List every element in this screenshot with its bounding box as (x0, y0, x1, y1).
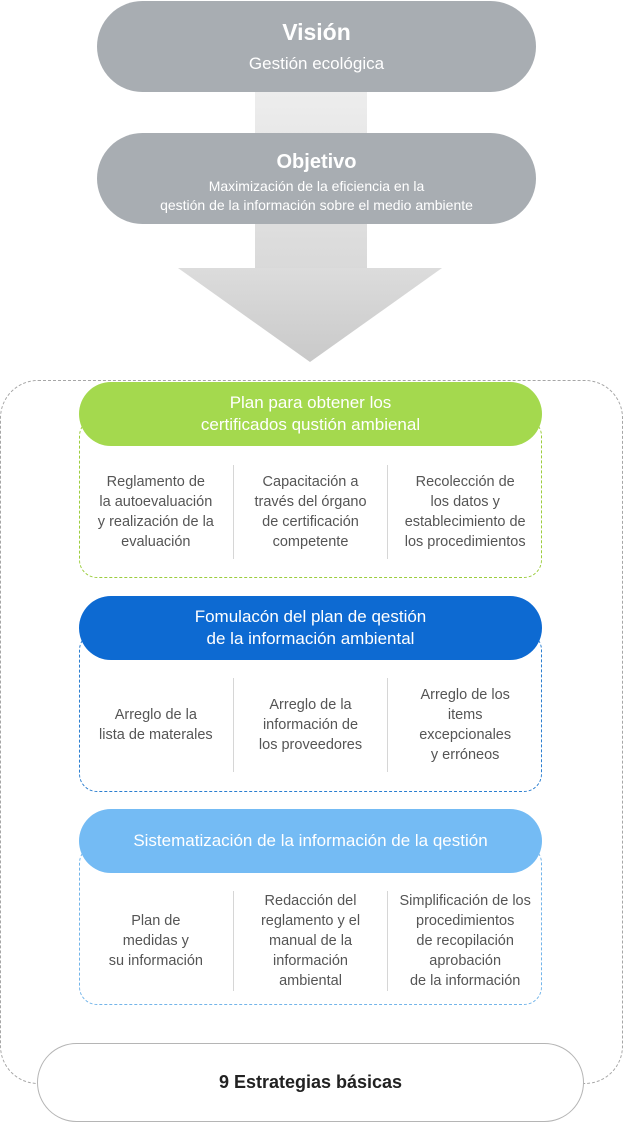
item-line: establecimiento de (404, 514, 526, 530)
item-line: información (273, 953, 348, 969)
strategy-item: Recolección de los datos y establecimien… (388, 465, 542, 559)
item-line: y erróneos (430, 747, 500, 763)
divider (387, 891, 389, 991)
item-line: través del órgano (254, 494, 367, 510)
item-line: aprobación (429, 953, 502, 969)
vision-pill: Visión Gestión ecológica (97, 1, 536, 92)
divider (232, 678, 234, 772)
item-line: evaluación (121, 534, 191, 550)
group-title: Fomulacón del plan de qestión de la info… (79, 596, 542, 660)
strategy-item: Capacitación a través del órgano de cert… (234, 465, 388, 559)
basic-strategies-pill: 9 Estrategias básicas (37, 1043, 584, 1122)
strategy-group-certification: Plan para obtener los certificados qusti… (79, 382, 542, 578)
strategy-item: Redacción del reglamento y el manual de … (234, 891, 388, 991)
objective-pill: Objetivo Maximización de la eficiencia e… (97, 133, 536, 224)
vision-subtitle: Gestión ecológica (248, 54, 385, 73)
group-title: Sistematización de la información de la … (79, 809, 542, 873)
item-line: competente (272, 534, 349, 550)
item-line: y realización de la (97, 514, 214, 530)
item-line: la autoevaluación (99, 494, 213, 510)
item-line: manual de la (268, 933, 353, 949)
item-line: información de (262, 717, 359, 733)
item-line: de la información (409, 973, 521, 989)
group-items: Reglamento de la autoevaluación y realiz… (79, 465, 542, 559)
item-line: reglamento y el (260, 913, 361, 929)
group-title: Plan para obtener los certificados qusti… (79, 382, 542, 446)
item-line: los datos y (430, 494, 500, 510)
item-line: lista de materales (99, 727, 213, 743)
divider (387, 465, 389, 559)
objective-description: Maximización de la eficiencia en la qest… (97, 177, 536, 215)
strategy-item: Arreglo de la lista de materales (79, 678, 233, 772)
group-title-line: de la información ambiental (206, 629, 415, 648)
group-title-line: Fomulacón del plan de qestión (194, 607, 427, 626)
item-line: medidas y (122, 933, 189, 949)
item-line: Reglamento de (106, 474, 205, 490)
divider (387, 678, 389, 772)
basic-strategies-label: 9 Estrategias básicas (218, 1072, 403, 1092)
strategy-item: Arreglo de la información de los proveed… (234, 678, 388, 772)
item-line: ambiental (279, 973, 342, 989)
item-line: su información (108, 953, 203, 969)
down-arrow-icon (178, 268, 442, 362)
item-line: Capacitación a (262, 474, 359, 490)
strategy-item: Plan de medidas y su información (79, 891, 233, 991)
item-line: items (447, 707, 483, 723)
group-title-line: Plan para obtener los (229, 393, 392, 412)
strategy-item: Arreglo de los items excepcionales y err… (388, 678, 542, 772)
item-line: los proveedores (258, 737, 363, 753)
divider (232, 465, 234, 559)
objective-title: Objetivo (276, 151, 357, 173)
item-line: Redacción del (264, 893, 357, 909)
item-line: Simplificación de los (399, 893, 531, 909)
item-line: de recopilación (416, 933, 514, 949)
item-line: excepcionales (419, 727, 512, 743)
vision-title: Visión (282, 19, 351, 45)
item-line: Arreglo de los (420, 687, 510, 703)
item-line: Recolección de (415, 474, 515, 490)
item-line: procedimientos (416, 913, 515, 929)
divider (232, 891, 234, 991)
objective-line: qestión de la información sobre el medio… (160, 197, 473, 213)
item-line: Arreglo de la (114, 707, 197, 723)
group-items: Arreglo de la lista de materales Arreglo… (79, 678, 542, 772)
group-title-line: Sistematización de la información de la … (133, 831, 488, 850)
item-line: los procedimientos (404, 534, 526, 550)
group-items: Plan de medidas y su información Redacci… (79, 891, 542, 991)
strategy-group-systematization: Sistematización de la información de la … (79, 809, 542, 1005)
item-line: Arreglo de la (269, 697, 352, 713)
group-title-line: certificados qustión ambienal (200, 415, 421, 434)
item-line: de certificación (262, 514, 359, 530)
strategy-item: Reglamento de la autoevaluación y realiz… (79, 465, 233, 559)
strategy-item: Simplificación de los procedimientos de … (388, 891, 542, 991)
strategy-group-plan: Fomulacón del plan de qestión de la info… (79, 596, 542, 792)
item-line: Plan de (131, 913, 181, 929)
objective-line: Maximización de la eficiencia en la (208, 178, 425, 194)
